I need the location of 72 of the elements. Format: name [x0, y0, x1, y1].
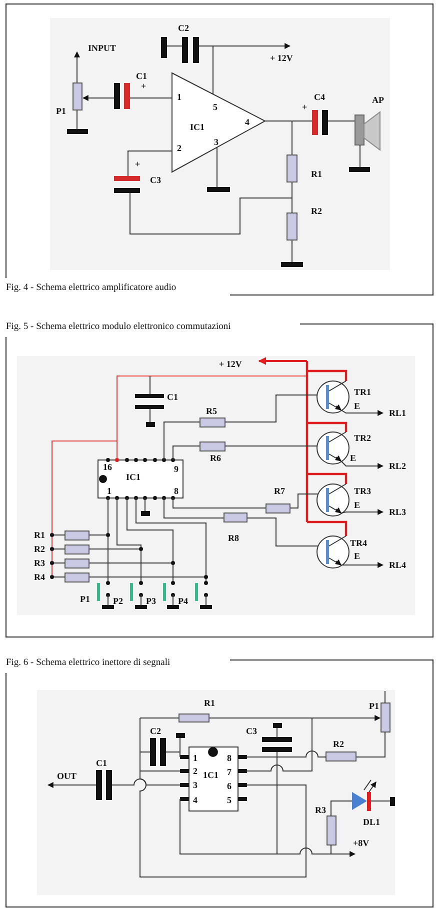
- component-label: R7: [274, 486, 285, 496]
- polarity-mark: +: [302, 102, 308, 112]
- pin-number: 16: [103, 462, 112, 472]
- component-label: DL1: [363, 817, 380, 827]
- pin-number: 7: [227, 767, 232, 777]
- component-label: C1: [136, 71, 147, 81]
- signal-label: INPUT: [88, 43, 116, 53]
- component-label: P4: [178, 596, 188, 606]
- pin-number: 4: [193, 795, 198, 805]
- component-label: C2: [178, 23, 189, 33]
- component-label: C2: [150, 726, 161, 736]
- figure-caption: Fig. 6 - Schema elettrico inettore di segnali: [6, 658, 170, 668]
- component-label: IC1: [126, 472, 141, 482]
- component-label: P3: [146, 596, 156, 606]
- voltage-label: + 12V: [219, 359, 242, 369]
- emitter-label: E: [354, 401, 360, 411]
- component-label: C1: [96, 758, 107, 768]
- component-label: RL3: [389, 507, 406, 517]
- pin-number: 8: [174, 486, 178, 496]
- component-label: 1C1: [203, 770, 218, 780]
- pin-number: 5: [227, 795, 232, 805]
- component-label: C1: [167, 392, 178, 402]
- figure-caption: Fig. 5 - Schema elettrico modulo elettronico commutazioni: [6, 322, 231, 332]
- pin-number: 5: [213, 102, 218, 112]
- component-label: IC1: [190, 122, 205, 132]
- emitter-label: E: [354, 500, 360, 510]
- voltage-label: +8V: [353, 838, 370, 848]
- pin-number: 2: [193, 766, 198, 776]
- component-label: R8: [228, 533, 239, 543]
- signal-label: OUT: [57, 771, 77, 781]
- component-label: R3: [34, 558, 45, 568]
- pin-number: 3: [193, 780, 198, 790]
- pin-number: 1: [107, 486, 112, 496]
- component-label: R6: [210, 453, 221, 463]
- pin-number: 1: [193, 753, 198, 763]
- pin-number: 4: [245, 117, 250, 127]
- voltage-label: + 12V: [270, 53, 293, 63]
- component-label: R1: [34, 530, 45, 540]
- component-label: R2: [311, 206, 322, 216]
- component-label: C4: [314, 92, 325, 102]
- pin-number: 1: [177, 92, 182, 102]
- component-label: TR4: [350, 538, 368, 548]
- component-label: P1: [56, 106, 66, 116]
- emitter-label: E: [350, 453, 356, 463]
- pin-number: 9: [174, 464, 178, 474]
- pin-number: 2: [177, 143, 182, 153]
- component-label: TR2: [354, 433, 372, 443]
- figure-caption: Fig. 4 - Schema elettrico amplificatore audio: [6, 283, 176, 293]
- component-label: R1: [204, 698, 215, 708]
- emitter-label: E: [354, 551, 360, 561]
- component-label: C3: [150, 175, 161, 185]
- pin-number: 6: [227, 781, 232, 791]
- component-label: P1: [80, 594, 90, 604]
- component-label: P2: [113, 596, 123, 606]
- component-label: TR1: [354, 387, 372, 397]
- polarity-mark: +: [135, 159, 140, 169]
- component-label: R3: [315, 805, 326, 815]
- component-label: R4: [34, 572, 45, 582]
- polarity-mark: +: [141, 81, 146, 91]
- pin-number: 3: [214, 137, 218, 147]
- pin-number: 8: [227, 753, 232, 763]
- component-label: RL2: [389, 461, 406, 471]
- component-label: R2: [333, 739, 344, 749]
- component-label: RL4: [389, 560, 406, 570]
- component-label: AP: [372, 95, 384, 105]
- component-label: R2: [34, 544, 45, 554]
- component-label: C3: [246, 726, 257, 736]
- component-label: TR3: [354, 486, 372, 496]
- component-label: P1: [369, 701, 379, 711]
- component-label: RL1: [389, 408, 406, 418]
- component-label: R1: [311, 169, 322, 179]
- component-label: R5: [206, 406, 217, 416]
